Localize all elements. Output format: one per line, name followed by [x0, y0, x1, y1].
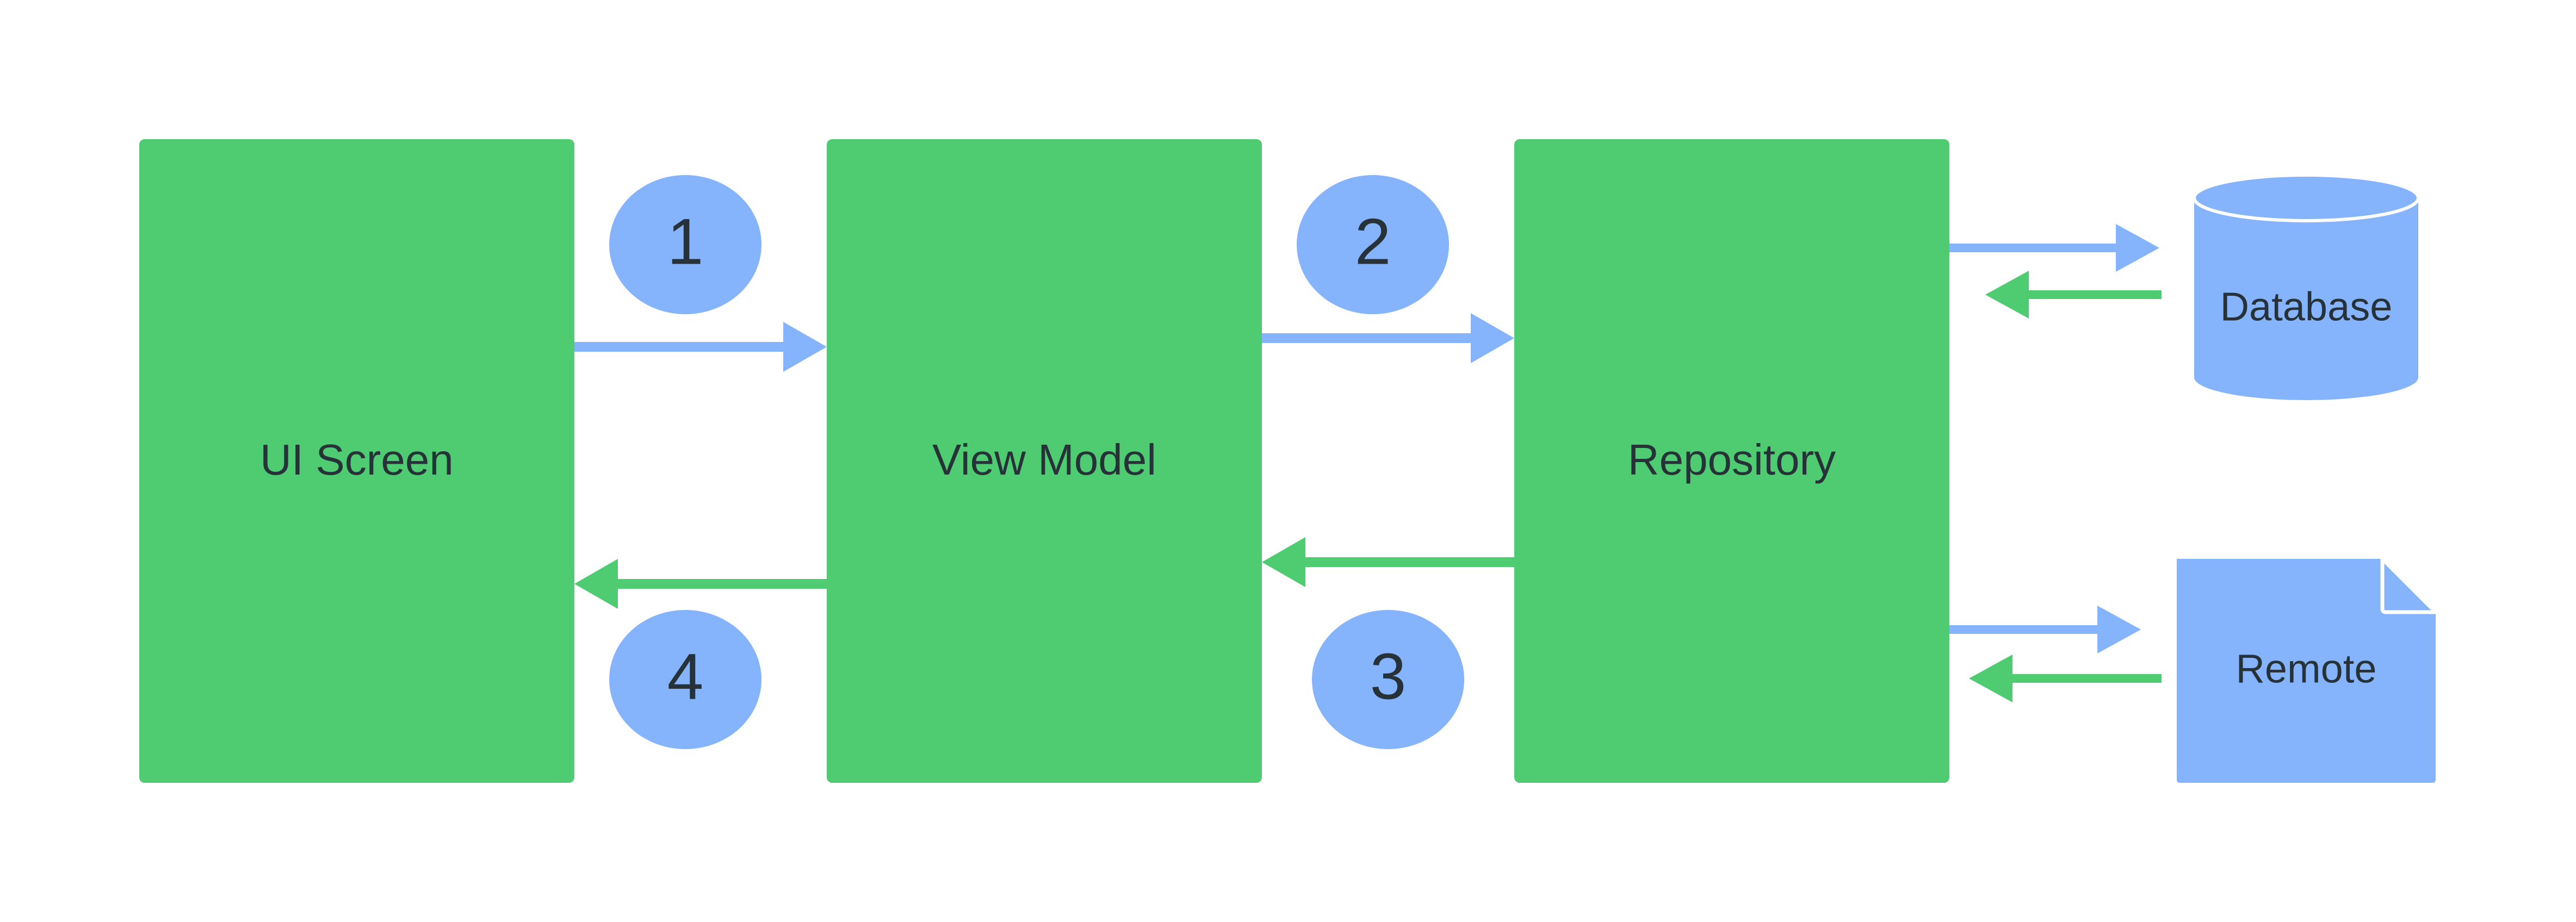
arrow-head — [1471, 313, 1514, 363]
step-badge-circle — [609, 610, 761, 749]
arrow-database-to-repository — [1985, 271, 2162, 319]
step-number: 4 — [667, 640, 704, 713]
arrow-repository-to-database — [1949, 224, 2159, 272]
arrow-remote-to-repository — [1969, 655, 2162, 702]
arrow-repository-to-remote — [1949, 606, 2141, 653]
arrow-repository-to-viewmodel — [1262, 537, 1514, 587]
database-top — [2193, 173, 2420, 222]
repository-node: Repository — [1514, 139, 1949, 783]
database-cylinder-icon — [2193, 173, 2420, 400]
step-badge-4: 4 — [609, 610, 761, 749]
document-icon — [2177, 557, 2438, 783]
arrow-head — [574, 559, 618, 609]
document-folded-corner — [2380, 557, 2438, 614]
ui-screen-label: UI Screen — [260, 435, 454, 484]
step-badge-1: 1 — [609, 175, 761, 314]
arrow-head — [2116, 224, 2159, 272]
step-badge-circle — [1297, 175, 1449, 314]
remote-node: Remote — [2177, 557, 2438, 783]
arrow-head — [1985, 271, 2029, 319]
step-badge-circle — [609, 175, 761, 314]
view-model-label: View Model — [932, 435, 1156, 484]
repository-label: Repository — [1628, 435, 1836, 484]
ui-screen-node: UI Screen — [139, 139, 574, 783]
arrow-head — [783, 322, 827, 372]
remote-label: Remote — [2236, 646, 2376, 692]
arrow-head — [1969, 655, 2013, 702]
view-model-node: View Model — [827, 139, 1262, 783]
database-node: Database — [2193, 173, 2420, 400]
arrow-viewmodel-to-repository — [1262, 313, 1514, 363]
document-body — [2177, 559, 2436, 783]
database-body — [2194, 198, 2418, 400]
arrow-ui-to-viewmodel — [574, 322, 827, 372]
step-badge-3: 3 — [1312, 610, 1464, 749]
view-model-box — [827, 139, 1262, 783]
step-number: 2 — [1355, 205, 1391, 278]
arrow-viewmodel-to-ui — [574, 559, 827, 609]
database-label: Database — [2220, 284, 2393, 329]
step-number: 1 — [667, 205, 704, 278]
step-badge-circle — [1312, 610, 1464, 749]
ui-screen-box — [139, 139, 574, 783]
arrow-head — [1262, 537, 1305, 587]
step-number: 3 — [1370, 640, 1407, 713]
repository-box — [1514, 139, 1949, 783]
step-badge-2: 2 — [1297, 175, 1449, 314]
arrow-head — [2097, 606, 2141, 653]
